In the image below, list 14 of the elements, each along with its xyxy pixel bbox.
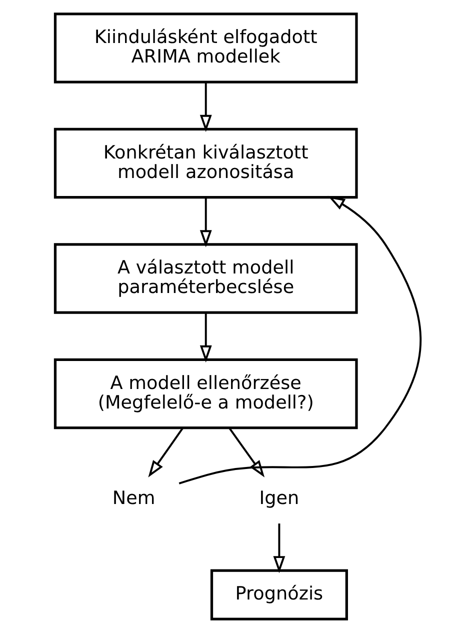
arrow — [199, 198, 212, 248]
arrow — [272, 524, 285, 574]
node-box: A modell ellenőrzése (Megfelelő-e a modell?) — [53, 358, 358, 430]
arrow — [148, 428, 183, 478]
node-text: Nem — [112, 488, 155, 510]
node-box: A választott modell paraméterbecslése — [53, 243, 358, 314]
node-text: Igen — [258, 488, 299, 510]
node-box: Konkrétan kiválasztott modell azonositása — [53, 128, 358, 199]
arrow — [178, 196, 422, 484]
arrow — [228, 428, 264, 478]
arrow — [199, 82, 212, 132]
node-box: Prognózis — [210, 569, 348, 620]
node-box: Kiindulásként elfogadott ARIMA modellek — [53, 12, 358, 84]
arrow — [199, 313, 212, 362]
